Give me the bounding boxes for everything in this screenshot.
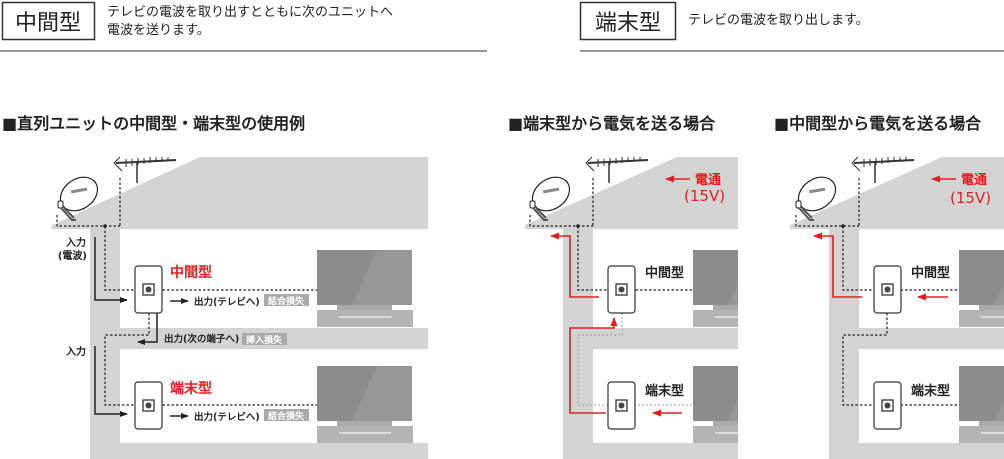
outlet-terminal <box>134 381 163 430</box>
unit2-label: 端末型 <box>911 383 950 399</box>
outlet-terminal <box>607 381 636 430</box>
power-label: 電通 <box>695 172 721 188</box>
section-title-terminal-power: ■端末型から電気を送る場合 <box>508 114 716 133</box>
outlet-terminal <box>873 381 902 430</box>
output-tv-label: 出力(テレビへ) <box>194 296 260 308</box>
output-tv-label: 出力(テレビへ) <box>194 411 260 423</box>
tv-icon <box>317 366 413 443</box>
input-label: 入力 <box>66 236 86 249</box>
section-title-usage: ■直列ユニットの中間型・端末型の使用例 <box>2 114 305 133</box>
intermediate-type-label: 中間型 <box>15 11 81 36</box>
input-sub-label: (電波) <box>58 249 87 262</box>
terminal-desc: テレビの電波を取り出します。 <box>688 13 869 28</box>
unit2-label: 端末型 <box>170 380 212 397</box>
power-label: 電通 <box>961 172 987 188</box>
divider <box>0 50 487 52</box>
tv-icon <box>317 250 413 327</box>
input2-label: 入力 <box>66 345 86 358</box>
unit1-label: 中間型 <box>911 265 950 281</box>
intermediate-type-box <box>1 1 96 41</box>
section-title-intermediate-power: ■中間型から電気を送る場合 <box>774 114 982 133</box>
unit2-label: 端末型 <box>645 383 684 399</box>
insertion-loss-badge: 挿入損失 <box>246 334 283 346</box>
terminal-type-label: 端末型 <box>595 11 661 36</box>
outlet-intermediate <box>873 265 902 314</box>
voltage-label: (15V) <box>684 187 725 205</box>
output-next-label: 出力(次の端子へ) <box>164 333 239 345</box>
outlet-intermediate <box>607 265 636 314</box>
voltage-label: (15V) <box>950 189 991 207</box>
outlet-intermediate <box>134 265 163 314</box>
coupling-loss-badge: 結合損失 <box>268 410 305 422</box>
diagram-usage-example: 入力 (電波) 入力 中間型 端末型 出力(テレビへ) 結合損失 出力(次の端子… <box>52 156 428 459</box>
coupling-loss-badge: 結合損失 <box>268 295 305 307</box>
divider <box>580 50 1004 52</box>
terminal-type-box <box>579 1 677 41</box>
intermediate-desc-line1: テレビの電波を取り出すとともに次のユニットへ <box>107 4 393 20</box>
diagram-terminal-power: 電通 (15V) 中間型 端末型 <box>525 156 738 459</box>
intermediate-desc-line2: 電波を送ります。 <box>107 23 210 38</box>
diagram-intermediate-power: 電通 (15V) 中間型 端末型 <box>790 156 1004 459</box>
header-terminal: 端末型 テレビの電波を取り出します。 <box>579 1 1004 52</box>
header-intermediate: 中間型 テレビの電波を取り出すとともに次のユニットへ 電波を送ります。 <box>0 1 487 52</box>
unit1-label: 中間型 <box>645 265 684 281</box>
unit1-label: 中間型 <box>170 264 212 281</box>
